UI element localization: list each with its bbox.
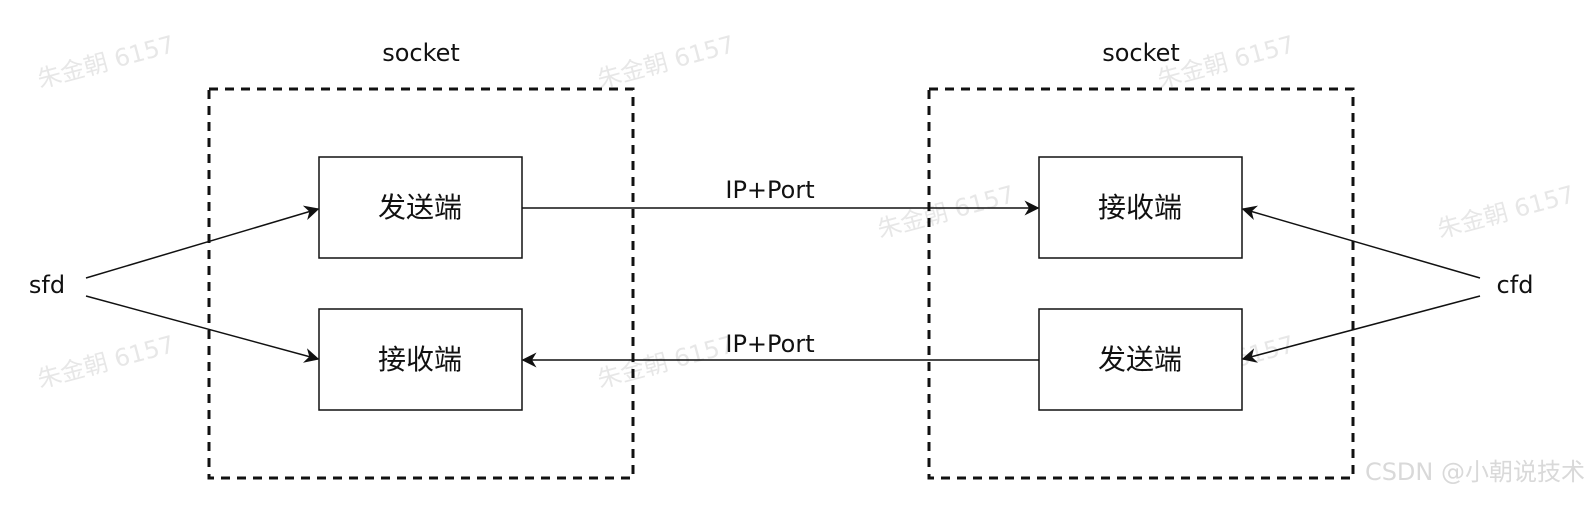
bottom-link-label: IP+Port [725,330,814,358]
csdn-watermark: CSDN @小朝说技术 [1365,458,1585,486]
left-send-label: 发送端 [378,191,462,224]
top-link-label: IP+Port [725,176,814,204]
watermark-text: 朱金朝 6157 [34,330,177,393]
left-receive-box [318,308,523,411]
cfd-label: cfd [1497,271,1534,299]
right-socket-container [927,87,1355,480]
cfd-to-right-send-arrow [1241,295,1481,363]
watermark-text: 朱金朝 6157 [1434,180,1577,243]
watermark-text: 朱金朝 6157 [874,180,1017,243]
left-socket-label: socket [382,39,460,67]
watermark-text: 朱金朝 6157 [34,30,177,93]
right-receive-label: 接收端 [1098,191,1182,224]
sfd-to-left-receive-arrow [85,295,320,363]
sfd-label: sfd [29,271,65,299]
right-send-box [1038,308,1243,411]
left-receive-label: 接收端 [378,343,462,376]
watermark-text: 朱金朝 6157 [594,330,737,393]
sfd-to-left-send-arrow [85,205,320,279]
left-socket-container [207,87,635,480]
cfd-to-right-receive-arrow [1241,205,1481,279]
right-send-label: 发送端 [1098,343,1182,376]
right-socket-label: socket [1102,39,1180,67]
watermark-text: 朱金朝 6157 [594,30,737,93]
